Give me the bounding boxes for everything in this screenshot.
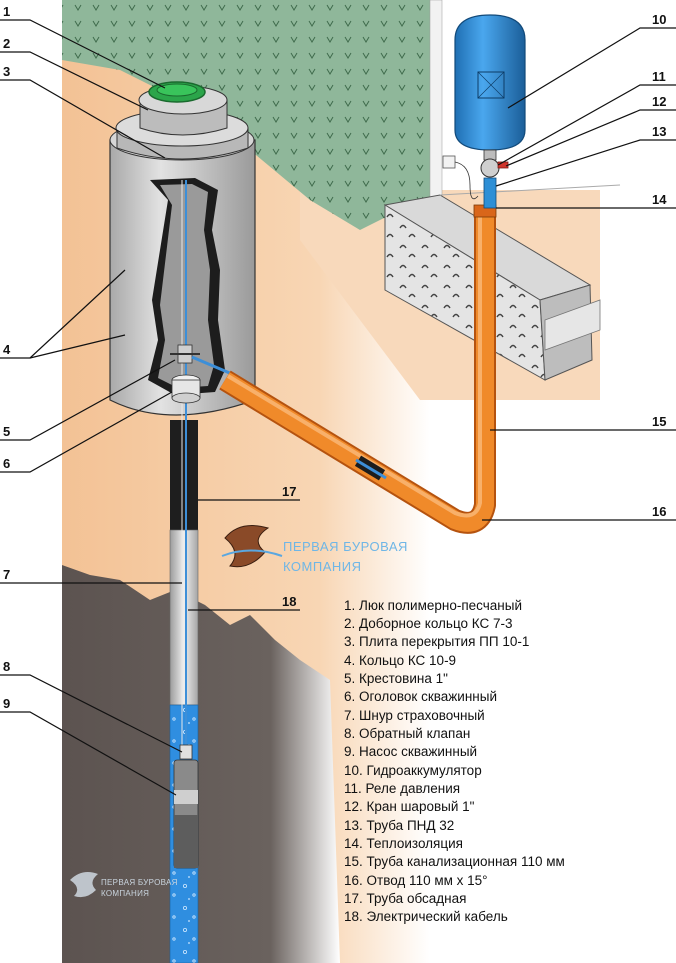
- pnd-32-pipe: [483, 177, 497, 209]
- wellhead-assembly: [170, 344, 233, 404]
- legend-item: 15. Труба канализационная 110 мм: [344, 854, 565, 869]
- legend-item: 10. Гидроаккумулятор: [344, 763, 482, 778]
- label-14: 14: [652, 192, 667, 207]
- watermark-emblem: [70, 872, 98, 898]
- label-1: 1: [3, 4, 10, 19]
- power-cord: [454, 161, 479, 200]
- logo-line-2: КОМПАНИЯ: [283, 559, 362, 574]
- label-2: 2: [3, 36, 10, 51]
- logo-line-1: ПЕРВАЯ БУРОВАЯ: [283, 539, 408, 554]
- pipe-110-highlight: [226, 215, 482, 518]
- accumulator-label: [477, 71, 505, 99]
- legend-item: 6. Оголовок скважинный: [344, 689, 497, 704]
- leader-9: [0, 711, 177, 796]
- leader-1: [0, 19, 166, 89]
- label-16: 16: [652, 504, 666, 519]
- legend-item: 17. Труба обсадная: [344, 891, 466, 906]
- basement-steps: [544, 299, 601, 351]
- leader-6: [0, 391, 173, 473]
- legend-item: 16. Отвод 110 мм х 15°: [344, 873, 488, 888]
- legend-item: 13. Труба ПНД 32: [344, 818, 454, 833]
- legend-item: 3. Плита перекрытия ПП 10-1: [344, 634, 529, 649]
- ball-valve: [497, 161, 509, 169]
- clay-layer: [62, 565, 340, 963]
- accumulator-assembly: [442, 14, 526, 209]
- socket-box: [442, 155, 456, 169]
- legend-item: 7. Шнур страховочный: [344, 708, 485, 723]
- pump-assembly: [173, 744, 199, 869]
- casing-upper: [170, 420, 198, 530]
- leader-10: [507, 27, 676, 109]
- leader-lines: [0, 19, 676, 796]
- accumulator-tank: [454, 14, 526, 151]
- leader-5: [0, 359, 176, 441]
- grass-layer: [62, 0, 440, 230]
- watermark-logo: ПЕРВАЯ БУРОВАЯ КОМПАНИЯ: [70, 872, 178, 898]
- leader-13: [495, 139, 676, 187]
- legend-item: 2. Доборное кольцо КС 7-3: [344, 616, 513, 631]
- label-13: 13: [652, 124, 666, 139]
- label-5: 5: [3, 424, 10, 439]
- logo-emblem-swoosh: [221, 549, 283, 557]
- label-3: 3: [3, 64, 10, 79]
- leader-11: [497, 84, 676, 166]
- leader-3: [0, 79, 166, 159]
- label-4: 4: [3, 342, 11, 357]
- leader-4b: [29, 334, 126, 359]
- label-10: 10: [652, 12, 666, 27]
- label-mark-b: [477, 71, 505, 99]
- legend-item: 1. Люк полимерно-песчаный: [344, 598, 522, 613]
- leader-8: [0, 674, 183, 753]
- watermark-line-2: КОМПАНИЯ: [101, 889, 149, 898]
- pump-body-band: [174, 790, 198, 804]
- label-17: 17: [282, 484, 296, 499]
- legend-item: 18. Электрический кабель: [344, 909, 508, 924]
- label-7: 7: [3, 567, 10, 582]
- pipe-inner-hose: [355, 458, 387, 480]
- casing-pipe: [169, 529, 199, 706]
- legend-item: 4. Кольцо КС 10-9: [344, 653, 456, 668]
- watermark-line-1: ПЕРВАЯ БУРОВАЯ: [101, 878, 178, 887]
- pump-motor: [174, 815, 198, 868]
- check-valve: [179, 744, 193, 760]
- leader-2: [0, 51, 149, 111]
- label-9: 9: [3, 696, 10, 711]
- well-head-base: [171, 392, 201, 404]
- label-15: 15: [652, 414, 666, 429]
- polymer-hatch-rim: [156, 83, 198, 97]
- floor-line: [439, 184, 621, 196]
- label-6: 6: [3, 456, 10, 471]
- company-logo: ПЕРВАЯ БУРОВАЯ КОМПАНИЯ: [221, 525, 408, 574]
- label-8: 8: [3, 659, 10, 674]
- legend-item: 5. Крестовина 1": [344, 671, 448, 686]
- number-labels: 1 2 3 4 5 6 7 8 9 10 11 12 13 14 15 16 1…: [3, 4, 667, 711]
- pressure-switch: [480, 158, 500, 178]
- legend-item: 8. Обратный клапан: [344, 726, 470, 741]
- cross-to-pipe: [191, 355, 233, 376]
- leader-12: [505, 109, 676, 167]
- legend: 1. Люк полимерно-песчаный 2. Доборное ко…: [344, 598, 565, 924]
- pipe-110-diagonal-fill: [220, 215, 494, 532]
- label-12: 12: [652, 94, 666, 109]
- legend-item: 9. Насос скважинный: [344, 744, 477, 759]
- sewer-pipe: [219, 204, 497, 534]
- label-18: 18: [282, 594, 296, 609]
- legend-item: 12. Кран шаровый 1": [344, 799, 475, 814]
- legend-item: 14. Теплоизоляция: [344, 836, 463, 851]
- legend-item: 11. Реле давления: [344, 781, 460, 796]
- label-11: 11: [652, 69, 666, 84]
- house-wall: [429, 0, 443, 201]
